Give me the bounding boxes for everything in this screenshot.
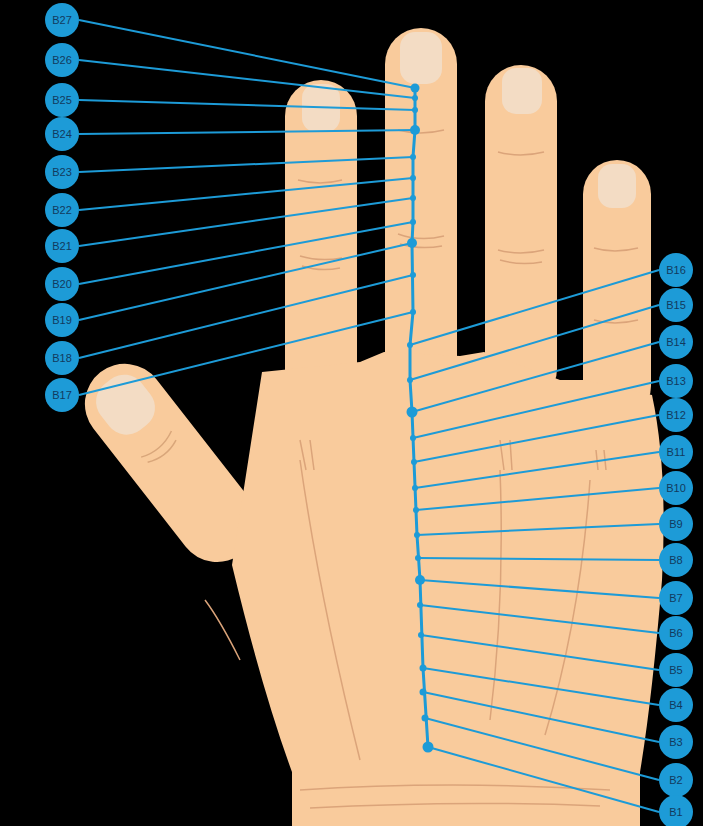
point-label-circle: B7 <box>659 581 693 615</box>
acupoint-line <box>410 88 428 747</box>
point-label: B15 <box>666 300 686 311</box>
point-label: B20 <box>52 279 72 290</box>
point-label-circle: B17 <box>45 378 79 412</box>
point-label: B18 <box>52 353 72 364</box>
point-label-circle: B12 <box>659 398 693 432</box>
point-label-circle: B2 <box>659 763 693 797</box>
index-finger <box>285 80 357 410</box>
point-label: B1 <box>669 807 682 818</box>
point-label: B21 <box>52 241 72 252</box>
point-label-circle: B23 <box>45 155 79 189</box>
point-label-circle: B22 <box>45 193 79 227</box>
point-label: B9 <box>669 519 682 530</box>
acupoint-dots <box>407 84 434 753</box>
point-label-circle: B15 <box>659 288 693 322</box>
point-label: B19 <box>52 315 72 326</box>
point-label-circle: B19 <box>45 303 79 337</box>
point-label-circle: B20 <box>45 267 79 301</box>
point-label: B24 <box>52 129 72 140</box>
point-label: B17 <box>52 390 72 401</box>
point-label: B4 <box>669 700 682 711</box>
point-label: B8 <box>669 555 682 566</box>
point-label: B6 <box>669 628 682 639</box>
point-label: B14 <box>666 337 686 348</box>
point-label-circle: B9 <box>659 507 693 541</box>
point-label-circle: B11 <box>659 435 693 469</box>
point-label-circle: B18 <box>45 341 79 375</box>
point-label: B26 <box>52 55 72 66</box>
point-label: B13 <box>666 376 686 387</box>
point-label: B5 <box>669 665 682 676</box>
point-label-circle: B1 <box>659 795 693 826</box>
point-label-circle: B13 <box>659 364 693 398</box>
point-label: B27 <box>52 15 72 26</box>
point-label-circle: B4 <box>659 688 693 722</box>
palm <box>232 352 664 826</box>
point-label: B16 <box>666 265 686 276</box>
point-label: B11 <box>667 447 686 458</box>
nails <box>302 32 636 208</box>
point-label-circle: B5 <box>659 653 693 687</box>
point-label: B23 <box>52 167 72 178</box>
point-label-circle: B3 <box>659 725 693 759</box>
point-label-circle: B8 <box>659 543 693 577</box>
point-label-circle: B27 <box>45 3 79 37</box>
point-label: B22 <box>52 205 72 216</box>
point-label-circle: B21 <box>45 229 79 263</box>
leader-lines <box>79 20 659 812</box>
point-label: B12 <box>666 410 686 421</box>
hand <box>69 28 664 826</box>
skin-creases <box>205 130 638 808</box>
point-label: B7 <box>669 593 682 604</box>
point-label: B2 <box>669 775 682 786</box>
point-label-circle: B6 <box>659 616 693 650</box>
point-label: B10 <box>666 483 686 494</box>
point-label-circle: B16 <box>659 253 693 287</box>
point-label-circle: B10 <box>659 471 693 505</box>
point-label-circle: B14 <box>659 325 693 359</box>
point-label-circle: B25 <box>45 83 79 117</box>
point-label-circle: B24 <box>45 117 79 151</box>
point-label: B3 <box>669 737 682 748</box>
point-label: B25 <box>52 95 72 106</box>
point-label-circle: B26 <box>45 43 79 77</box>
